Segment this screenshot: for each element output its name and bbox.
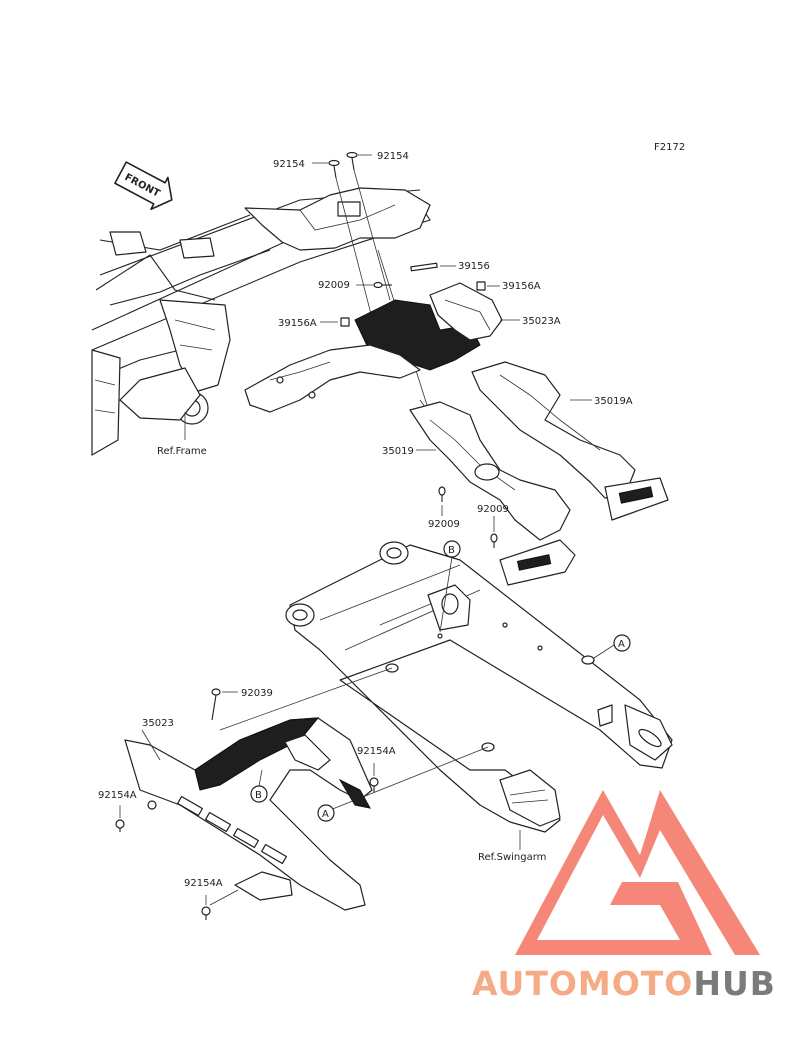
part-label-92009-upper: 92009: [318, 280, 350, 291]
part-label-92009-lower-right: 92009: [477, 504, 509, 515]
bolt-92154-right: [346, 151, 358, 171]
swingarm: [285, 541, 673, 833]
bolt-92154a-guard-bottom: [201, 906, 211, 920]
part-label-35023: 35023: [142, 718, 174, 729]
watermark-text-left: AUTOMOTO: [472, 964, 693, 1003]
pin-39156: [410, 262, 438, 272]
part-label-92154a-guard-right: 92154A: [357, 746, 396, 757]
watermark-logo: [515, 790, 760, 955]
part-label-92154a-guard-bottom: 92154A: [184, 878, 223, 889]
automotohub-watermark: AUTOMOTOHUB: [472, 790, 776, 1003]
callout-a-lower: A: [317, 804, 335, 822]
part-label-92009-lower-left: 92009: [428, 519, 460, 530]
part-label-92154-right: 92154: [377, 151, 409, 162]
part-label-35019a: 35019A: [594, 396, 633, 407]
watermark-text: AUTOMOTOHUB: [472, 964, 776, 1003]
watermark-text-right: HUB: [693, 964, 776, 1003]
bracket-35023a: [244, 282, 503, 413]
callout-b-lower-letter: B: [255, 790, 262, 801]
bolt-92009-lower-right: [490, 533, 498, 548]
bolt-92039: [211, 688, 221, 721]
bolt-92154a-guard-right: [369, 777, 379, 792]
callout-a-right: A: [613, 634, 631, 652]
bolt-92009-lower-left: [438, 486, 446, 502]
part-label-92154a-guard-left: 92154A: [98, 790, 137, 801]
damper-39156a-right: [476, 281, 486, 291]
callout-b-upper: B: [443, 540, 461, 558]
callout-b-upper-letter: B: [448, 545, 455, 556]
part-label-35023a: 35023A: [522, 316, 561, 327]
callout-a-lower-letter: A: [322, 809, 329, 820]
ref-swingarm-label: Ref.Swingarm: [478, 852, 546, 863]
part-label-39156: 39156: [458, 261, 490, 272]
frame-assembly: Ref.Frame: [91, 187, 431, 457]
part-label-39156a-right: 39156A: [502, 281, 541, 292]
part-label-35019: 35019: [382, 446, 414, 457]
part-label-39156a-left: 39156A: [278, 318, 317, 329]
front-direction-arrow: FRONT: [114, 161, 173, 211]
bolt-92009-upper: [373, 281, 392, 289]
callout-b-lower: B: [250, 785, 268, 803]
ref-frame-label: Ref.Frame: [157, 446, 207, 457]
chain-guard-35023: [124, 717, 373, 911]
part-label-92154-left: 92154: [273, 159, 305, 170]
damper-39156a-left: [340, 317, 350, 327]
bolt-92154a-guard-left: [115, 819, 125, 832]
stay-35019: [409, 401, 576, 586]
part-label-92039: 92039: [241, 688, 273, 699]
diagram-code: F2172: [654, 142, 685, 153]
bolt-92154-left: [328, 159, 340, 179]
callout-a-right-letter: A: [618, 639, 625, 650]
stay-35019a: [471, 361, 669, 521]
